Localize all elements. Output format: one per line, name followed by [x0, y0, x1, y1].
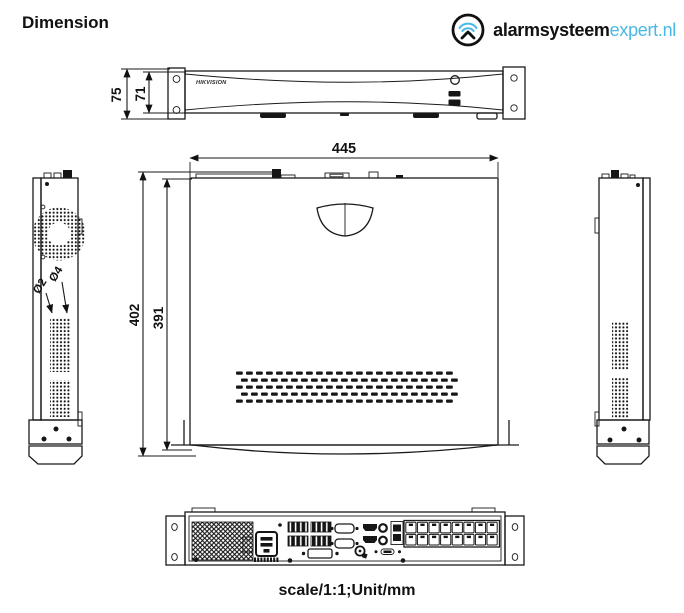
depth-outer-label: 402: [127, 304, 142, 327]
left-side-view: Ø4 Ø2: [28, 170, 86, 465]
hole-callouts: Ø4 Ø2: [31, 264, 70, 314]
side-perforation: [50, 318, 71, 417]
hole-dia-2-label: Ø2: [31, 277, 49, 296]
logo-emboss: [316, 203, 374, 237]
front-height-inner-label: 71: [133, 86, 148, 102]
page-title: Dimension: [22, 13, 109, 32]
front-panel: HIKVISION: [184, 70, 504, 120]
side-tab: [77, 218, 83, 235]
ethernet-ports: [403, 519, 501, 548]
front-dim-71: 71: [133, 71, 186, 114]
terminal-blocks: [287, 521, 332, 547]
top-view: 445 402 391: [127, 141, 519, 457]
foot: [28, 445, 83, 465]
power-switch: [242, 536, 254, 553]
right-side-view: [594, 170, 651, 465]
logo-text-primary: alarmsysteem: [493, 19, 610, 40]
width-label: 445: [332, 141, 356, 157]
bottom-screws: [194, 557, 406, 563]
hdmi-port: [363, 524, 377, 531]
logo-text-secondary: expert.nl: [609, 19, 677, 40]
wifi-arcs-icon: [451, 13, 485, 47]
front-view: 75 71: [109, 66, 526, 120]
top-vents: [236, 371, 458, 403]
usb-port-icon: [448, 91, 461, 106]
usb-ports: [390, 521, 404, 545]
front-right-ear: [502, 66, 526, 120]
hdmi-port: [363, 536, 377, 543]
side-tab: [77, 411, 83, 427]
ground-screw: [354, 545, 368, 559]
power-inlet: [255, 531, 278, 557]
dim-402: 402: [127, 171, 276, 457]
rear-chassis: [184, 511, 506, 566]
serial-connector: [374, 548, 401, 555]
audio-jack: [378, 535, 388, 546]
rear-left-ear: [165, 515, 186, 566]
brand-logo: alarmsysteemexpert.nl: [449, 11, 676, 49]
hole-dia-4-label: Ø4: [47, 264, 66, 284]
side-tab: [594, 217, 600, 234]
dim-391: 391: [151, 178, 192, 451]
foot: [596, 445, 650, 465]
vga-port: [330, 523, 359, 534]
front-height-outer-label: 75: [109, 87, 124, 103]
psu-vent: [191, 521, 254, 561]
power-indicator: [450, 75, 460, 85]
audio-jack: [378, 523, 388, 533]
front-dim-75: 75: [109, 68, 176, 120]
top-view-outline: [171, 169, 519, 455]
depth-inner-label: 391: [151, 306, 166, 329]
front-left-ear: [167, 67, 186, 120]
scale-note: scale/1:1;Unit/mm: [279, 582, 416, 599]
rear-right-ear: [504, 515, 525, 566]
logo-text: alarmsysteemexpert.nl: [493, 20, 676, 41]
dvi-port: [301, 548, 339, 559]
side-perforation: [612, 322, 629, 418]
vga-port: [330, 538, 359, 549]
fan-cutout: [32, 207, 86, 261]
hikvision-logo-text: HIKVISION: [196, 80, 227, 86]
dim-445: 445: [189, 141, 499, 177]
rear-view: [165, 507, 525, 566]
